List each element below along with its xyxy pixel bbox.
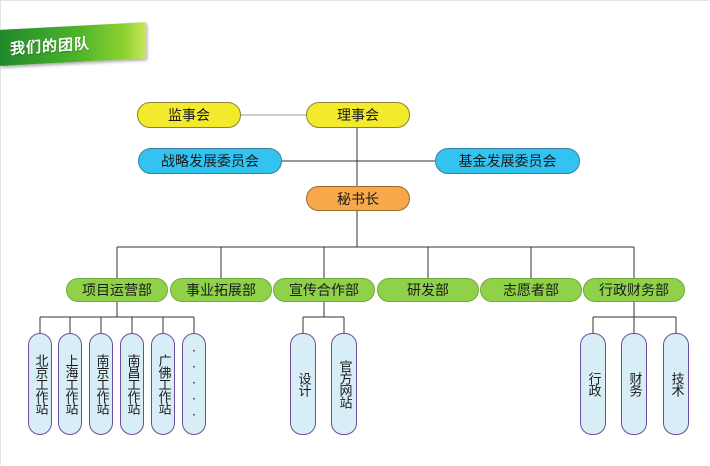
node-secretary-general: 秘书长	[306, 186, 410, 211]
dept-business-expansion: 事业拓展部	[170, 278, 272, 302]
station-shanghai: 上海工作站	[58, 333, 82, 435]
node-board-of-directors: 理事会	[306, 102, 410, 128]
station-guangfo: 广佛工作站	[151, 333, 175, 435]
node-supervisory-board: 监事会	[137, 102, 241, 128]
unit-finance: 财务	[621, 333, 647, 435]
station-nanchang: 南昌工作站	[120, 333, 144, 435]
dept-admin-finance: 行政财务部	[583, 278, 685, 302]
station-more: ·····	[182, 333, 206, 435]
dept-project-operations: 项目运营部	[66, 278, 168, 302]
unit-technology: 技术	[663, 333, 689, 435]
dept-publicity-cooperation: 宣传合作部	[273, 278, 375, 302]
unit-administration: 行政	[580, 333, 606, 435]
station-beijing: 北京工作站	[28, 333, 52, 435]
dept-volunteers: 志愿者部	[480, 278, 582, 302]
dept-research-development: 研发部	[377, 278, 479, 302]
unit-design: 设计	[290, 333, 316, 435]
station-nanjing: 南京工作站	[89, 333, 113, 435]
node-strategy-committee: 战略发展委员会	[138, 148, 282, 174]
node-fund-committee: 基金发展委员会	[435, 148, 580, 174]
unit-official-website: 官方网站	[331, 333, 357, 435]
